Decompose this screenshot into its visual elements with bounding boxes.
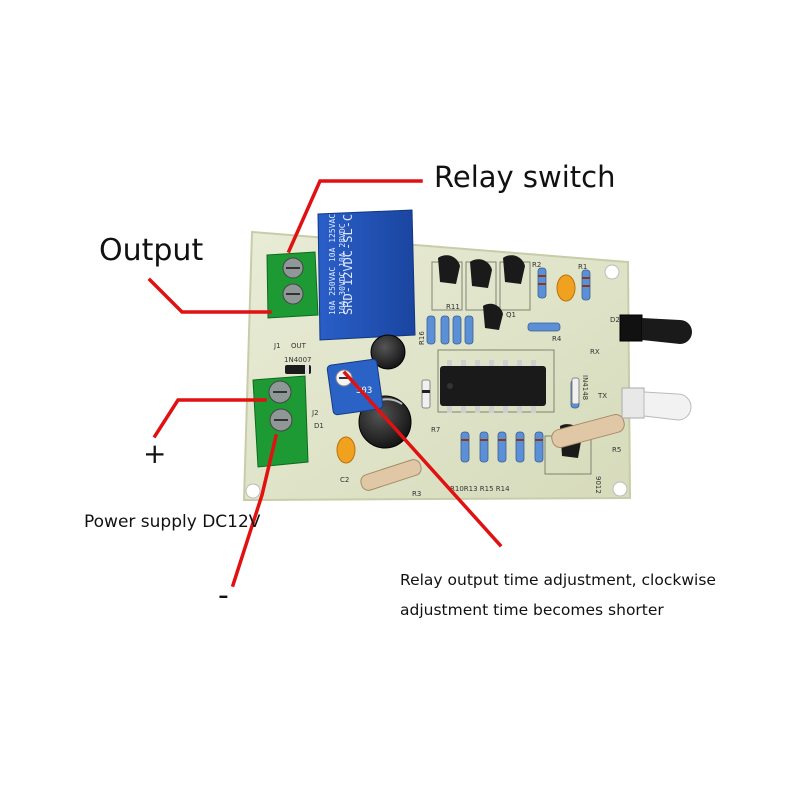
callout-line-adjust: [342, 370, 503, 548]
plus-label: +: [143, 437, 167, 470]
silk-r4: R4: [552, 335, 562, 343]
silk-in4148: IN4148: [581, 375, 589, 400]
silk-d1: D1: [314, 422, 324, 430]
output-label: Output: [99, 233, 204, 268]
silk-q1: Q1: [506, 311, 516, 319]
silk-out: OUT: [291, 342, 307, 350]
silk-r1: R1: [578, 263, 587, 271]
minus-label: -: [218, 578, 229, 613]
callout-line-relay: [286, 179, 423, 254]
callout-line-output: [147, 277, 272, 314]
ir-receiver-led: [619, 314, 692, 344]
callout-line-minus: [230, 433, 279, 588]
pot-code-text: 503: [356, 386, 372, 396]
power-resistors: [360, 414, 625, 491]
relay-switch-label: Relay switch: [434, 160, 616, 194]
ir-transmitter-led: [621, 387, 692, 421]
silk-9012: 9012: [594, 476, 602, 494]
silk-j2: J2: [311, 409, 319, 417]
silk-tx: TX: [597, 392, 607, 400]
silk-r3: R3: [412, 490, 421, 498]
silk-c2: C2: [340, 476, 349, 484]
silk-d2: D2: [610, 316, 620, 324]
silk-rx: RX: [590, 348, 600, 356]
silk-r2: R2: [532, 261, 541, 269]
silk-r11: R11: [446, 303, 460, 311]
silk-r5: R5: [612, 446, 621, 454]
callout-lines: [147, 179, 503, 588]
diodes: [285, 365, 580, 409]
tantalum-capacitors: [336, 274, 576, 464]
power-supply-label: Power supply DC12V: [84, 512, 261, 532]
silk-j1: J1: [273, 342, 281, 350]
silk-r7: R7: [431, 426, 440, 434]
ic-chip: [440, 360, 546, 413]
silk-diode: 1N4007: [284, 356, 312, 364]
output-terminal-block: [266, 251, 319, 319]
relay-model-text: SRD-12VDC-SL-C: [341, 214, 355, 315]
callout-line-plus: [152, 398, 267, 439]
adjustment-note-line-2: adjustment time becomes shorter: [400, 601, 664, 619]
relay: SRD-12VDC-SL-C 10A 250VAC 10A 125VAC 10A…: [317, 209, 416, 341]
resistors: [360, 267, 625, 491]
silk-r10-r15: R10R13 R15 R14: [450, 485, 510, 493]
adjustment-note-line-1: Relay output time adjustment, clockwise: [400, 571, 716, 589]
relay-rating-text-1: 10A 250VAC 10A 125VAC: [328, 214, 337, 315]
relay-rating-text-2: 10A 30VDC 10A 28VDC: [338, 223, 347, 315]
silk-r16: R16: [418, 331, 426, 345]
power-terminal-block: [252, 375, 309, 468]
